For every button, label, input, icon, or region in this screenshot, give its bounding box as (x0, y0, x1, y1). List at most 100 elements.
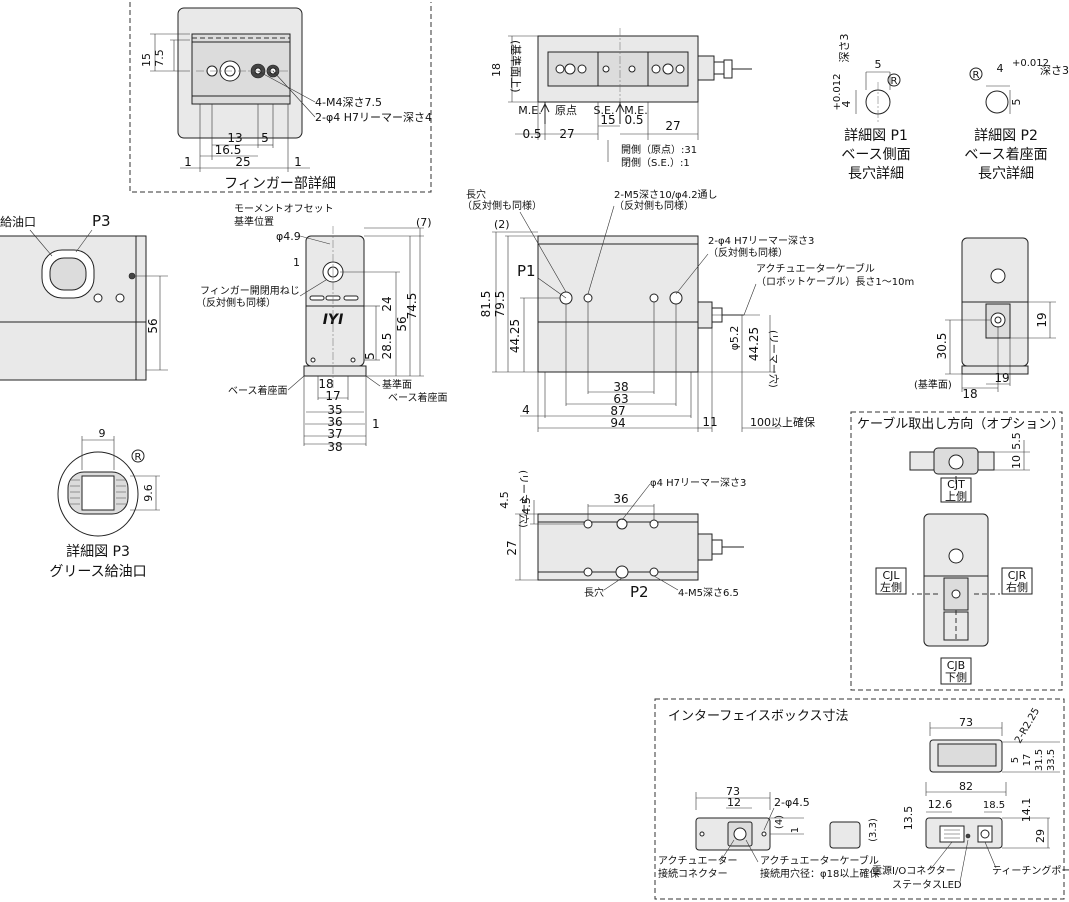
if-r2-25: 2-R2.25 (1013, 706, 1042, 745)
p3-r: R (135, 452, 142, 463)
p2-r: R (973, 70, 980, 81)
same-opposite: （反対側も同様） (196, 296, 276, 309)
cjl-code: CJL (882, 569, 900, 582)
bottom-long-hole: 長穴 (584, 586, 604, 599)
opt-d5-5: 5.5 (1010, 432, 1023, 450)
end-body-upper (305, 235, 365, 367)
front-cable-gland (697, 301, 713, 329)
act-conn-1: アクチュエーター (658, 855, 738, 867)
if-d29: 29 (1034, 829, 1047, 843)
front-reamer-hole: (リーマー穴) (767, 330, 780, 388)
end-d74-5: 74.5 (405, 293, 419, 320)
interface-box: インターフェイスボックス寸法 73 2-R2.25 5 17 31.5 33.5… (654, 698, 1069, 900)
p3-title1: 詳細図 P3 (66, 544, 130, 560)
status-led (965, 833, 971, 839)
opt-d10: 10 (1010, 455, 1023, 469)
bottom-d4-5: 4.5 (498, 491, 511, 509)
if-d14-1: 14.1 (1020, 798, 1033, 823)
dim-18: 18 (490, 63, 503, 77)
cjt-code: CJT (947, 478, 965, 491)
dim-27a: 27 (559, 127, 574, 141)
end-d17: 17 (325, 389, 340, 403)
cable-option-title: ケーブル取出し方向（オプション） (857, 416, 1064, 432)
p1-d5: 5 (875, 58, 882, 71)
power-io-label: 電源I/Oコネクター (872, 864, 956, 877)
base-mount2: ベース着座面 (388, 391, 448, 404)
right-d19: 19 (1035, 312, 1049, 327)
detail-p1: 5 4 +0.012 深さ3 R 詳細図 P1 ベース側面 長穴詳細 (832, 34, 911, 183)
front-d44-25b: 44.25 (747, 327, 761, 361)
bottom-d36: 36 (613, 492, 628, 506)
top-view: 18 (基準面上) M.E. 原点 S.E. M.E. 0.5 27 15 0.… (490, 28, 752, 169)
p2-tol: +0.012 (1012, 58, 1049, 69)
front-d11: 11 (702, 415, 717, 429)
act-cable-1: アクチュエーターケーブル (760, 854, 879, 867)
p3-title2: グリース給油口 (49, 564, 146, 580)
moment-offset: モーメントオフセット (234, 203, 334, 215)
dim-15: 15 (140, 53, 153, 67)
right-ref-face: (基準面) (914, 378, 952, 391)
open-origin: 開側（原点）:31 (621, 143, 697, 156)
end-d1: 1 (293, 256, 300, 269)
p1-d4: 4 (840, 101, 853, 108)
if-d12-6: 12.6 (928, 798, 953, 811)
dim-13: 13 (227, 131, 242, 145)
cable-note-1: アクチュエーターケーブル (756, 262, 875, 275)
front-d87: 87 (610, 404, 625, 418)
right-d30-5: 30.5 (935, 333, 949, 360)
right-d19b: 19 (994, 371, 1009, 385)
note-reamer: 2-φ4 H7リーマー深さ4 (315, 111, 432, 124)
ref-pos: 基準位置 (234, 215, 274, 228)
origin: 原点 (555, 104, 577, 117)
front-view: P1 長穴 （反対側も同様） 2-M5深さ10/φ4.2通し （反対側も同様） … (462, 188, 914, 432)
if-d3-3: (3.3) (868, 818, 879, 842)
cjb-dir: 下側 (945, 671, 967, 684)
if-d73a: 73 (959, 716, 973, 729)
cjl-label-box (875, 567, 907, 595)
front-body (537, 235, 699, 373)
close-se: 閉側（S.E.）:1 (621, 156, 690, 169)
end-d5: 5 (363, 352, 377, 360)
if-d12: 12 (727, 796, 741, 809)
dim-25: 25 (235, 155, 250, 169)
finger-screw: フィンガー開閉用ねじ (200, 285, 300, 297)
base-mount: ベース着座面 (228, 384, 288, 397)
if-d13-5: 13.5 (902, 806, 915, 831)
me-left: M.E. (518, 104, 541, 117)
bottom-m5-note: 4-M5深さ6.5 (678, 587, 739, 599)
p1-r: R (891, 76, 898, 87)
end-d56: 56 (395, 316, 409, 331)
cjr-label-box (1001, 567, 1033, 595)
front-d4: 4 (522, 403, 530, 417)
end-d35: 35 (327, 403, 342, 417)
grease-label: 給油口 (0, 215, 36, 229)
end-d1b: 1 (372, 417, 380, 431)
p2-title3: 長穴詳細 (978, 166, 1034, 182)
if-d73b: 73 (726, 785, 740, 798)
long-hole-note: 長穴 (466, 188, 486, 201)
cable-option-frame (850, 411, 1063, 691)
if-d5: 5 (1010, 757, 1021, 763)
dim-5: 5 (261, 131, 269, 145)
end-phi4-9: φ4.9 (276, 230, 301, 243)
cable-option: ケーブル取出し方向（オプション） 5.5 10 CJT 上側 CJL 左側 CJ… (850, 411, 1064, 691)
finger-detail-title: フィンガー部詳細 (224, 176, 336, 192)
p2-circle (985, 90, 1009, 114)
if-d33-5: 33.5 (1046, 749, 1057, 771)
note-m4: 4-M4深さ7.5 (315, 96, 382, 109)
bottom-d27: 27 (505, 540, 519, 555)
me-right: M.E. (624, 104, 647, 117)
p2-title1: 詳細図 P2 (974, 128, 1038, 144)
front-d63: 63 (613, 392, 628, 406)
same3: （反対側も同様） (708, 246, 788, 259)
same2: （反対側も同様） (614, 199, 694, 212)
end-d18: 18 (318, 377, 333, 391)
p3-d9: 9 (99, 427, 106, 440)
m5-note: 2-M5深さ10/φ4.2通し (614, 189, 718, 201)
end-d37: 37 (327, 427, 342, 441)
front-d44-25: 44.25 (508, 319, 522, 353)
end-d36: 36 (327, 415, 342, 429)
p1-label: P1 (517, 262, 536, 280)
act-cable-2: 接続用穴径：φ18以上確保 (760, 867, 879, 880)
dim-1a: 1 (184, 155, 192, 169)
